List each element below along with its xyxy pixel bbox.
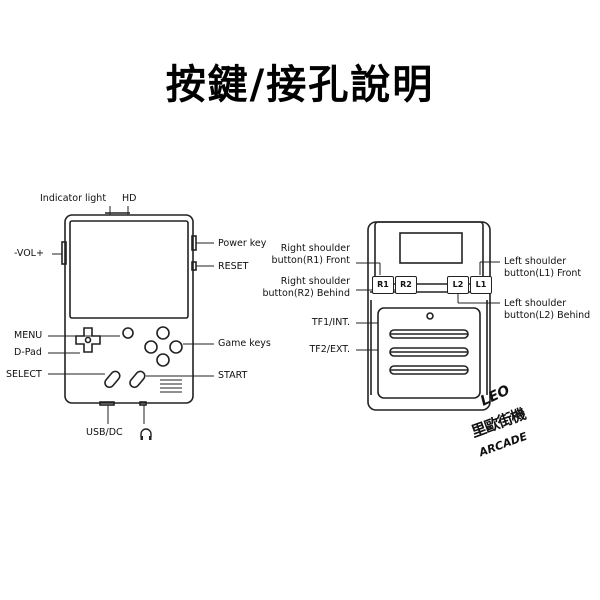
headphone-icon bbox=[140, 428, 152, 440]
volume-key bbox=[61, 241, 67, 265]
r2-label-line2: button(R2) Behind bbox=[262, 288, 351, 299]
l1-label: Left shoulder button(L1) Front bbox=[504, 256, 581, 280]
select-button bbox=[104, 370, 121, 389]
r2-label-line1: Right shoulder bbox=[280, 276, 350, 287]
back-top-plate bbox=[374, 221, 484, 285]
reset-key bbox=[191, 261, 197, 271]
indicator-light-label: Indicator light bbox=[40, 193, 107, 204]
back-device-body bbox=[367, 221, 491, 411]
button-x bbox=[156, 326, 170, 340]
start-label: START bbox=[218, 370, 248, 381]
front-device-body bbox=[64, 214, 194, 404]
power-key-label: Power key bbox=[218, 238, 267, 249]
hd-label: HD bbox=[122, 193, 137, 204]
menu-label: MENU bbox=[14, 330, 43, 341]
button-y bbox=[144, 340, 158, 354]
page-title: 按鍵/接孔說明 bbox=[165, 62, 435, 108]
battery-cover bbox=[377, 307, 481, 399]
tf1-label: TF1/INT. bbox=[311, 317, 350, 328]
reset-label: RESET bbox=[218, 261, 249, 272]
tf2-label: TF2/EXT. bbox=[309, 344, 350, 355]
r1-label: Right shoulder button(R1) Front bbox=[262, 243, 350, 267]
button-a bbox=[169, 340, 183, 354]
leo-arcade-watermark: LEO 里歐街機 ARCADE bbox=[468, 382, 544, 464]
l1-label-line2: button(L1) Front bbox=[504, 268, 582, 279]
l1-key: L1 bbox=[470, 276, 492, 294]
dpad-label: D-Pad bbox=[14, 347, 42, 358]
button-b bbox=[156, 353, 170, 367]
l2-key: L2 bbox=[447, 276, 469, 294]
r1-label-line2: button(R1) Front bbox=[271, 255, 350, 266]
r2-label: Right shoulder button(R2) Behind bbox=[262, 276, 351, 300]
r2-key: R2 bbox=[395, 276, 417, 294]
volume-label: -VOL+ bbox=[14, 248, 44, 259]
l2-label-line1: Left shoulder bbox=[504, 298, 567, 309]
back-window bbox=[399, 232, 463, 264]
dpad bbox=[75, 327, 101, 353]
r1-label-line1: Right shoulder bbox=[280, 243, 350, 254]
front-screen bbox=[69, 220, 189, 319]
power-key bbox=[191, 235, 197, 251]
game-keys-label: Game keys bbox=[218, 338, 271, 349]
l1-label-line1: Left shoulder bbox=[504, 256, 567, 267]
r1-key: R1 bbox=[372, 276, 394, 294]
select-label: SELECT bbox=[6, 369, 42, 380]
usb-dc-label: USB/DC bbox=[86, 427, 123, 438]
start-button bbox=[129, 370, 146, 389]
l2-label-line2: button(L2) Behind bbox=[504, 310, 591, 321]
menu-button bbox=[122, 327, 134, 339]
l2-label: Left shoulder button(L2) Behind bbox=[504, 298, 590, 322]
